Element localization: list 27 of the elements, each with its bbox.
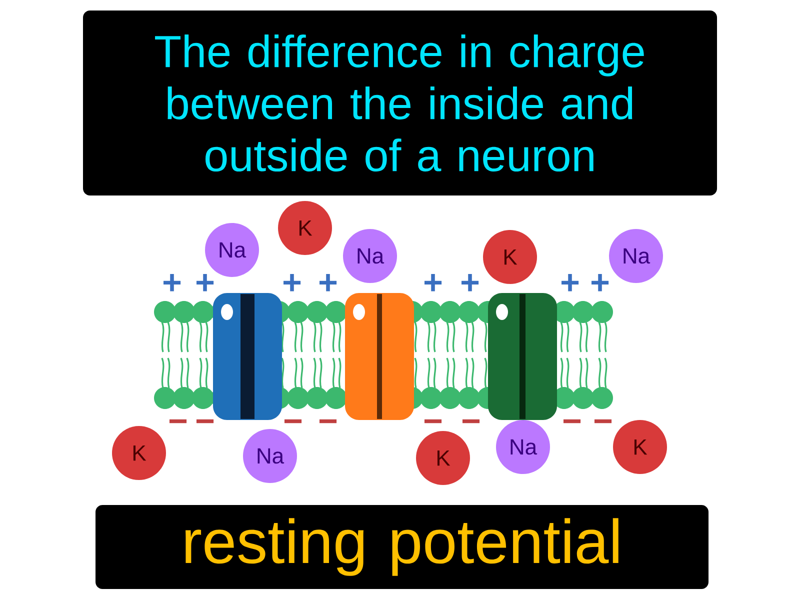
plus-sign: +	[592, 274, 609, 292]
minus-sign: −	[462, 419, 480, 424]
minus-sign: −	[284, 419, 302, 424]
plus-sign: +	[196, 274, 214, 292]
ion-ball: Na	[243, 429, 297, 483]
definition-box: The difference in charge between the inside and outside of a neuron	[83, 10, 717, 196]
plus-sign: +	[320, 274, 337, 292]
ion-ball: K	[278, 201, 332, 255]
ion-ball: Na	[343, 229, 397, 283]
minus-sign: −	[424, 419, 442, 424]
ion-ball: Na	[609, 229, 663, 283]
minus-sign: −	[320, 419, 337, 424]
term-box: resting potential	[96, 505, 708, 589]
plus-sign: +	[424, 274, 442, 292]
plus-sign: +	[164, 274, 181, 292]
minus-sign: −	[169, 419, 187, 424]
minus-sign: −	[196, 419, 214, 424]
plus-sign: +	[284, 274, 301, 292]
minus-sign: −	[564, 419, 581, 424]
ion-ball: K	[483, 230, 537, 284]
ion-ball: Na	[496, 420, 550, 474]
ion-ball: K	[613, 420, 667, 474]
ion-ball: K	[112, 426, 166, 480]
ion-ball: K	[416, 431, 470, 485]
plus-sign: +	[462, 274, 479, 292]
plus-sign: +	[562, 274, 579, 292]
minus-sign: −	[594, 419, 612, 424]
